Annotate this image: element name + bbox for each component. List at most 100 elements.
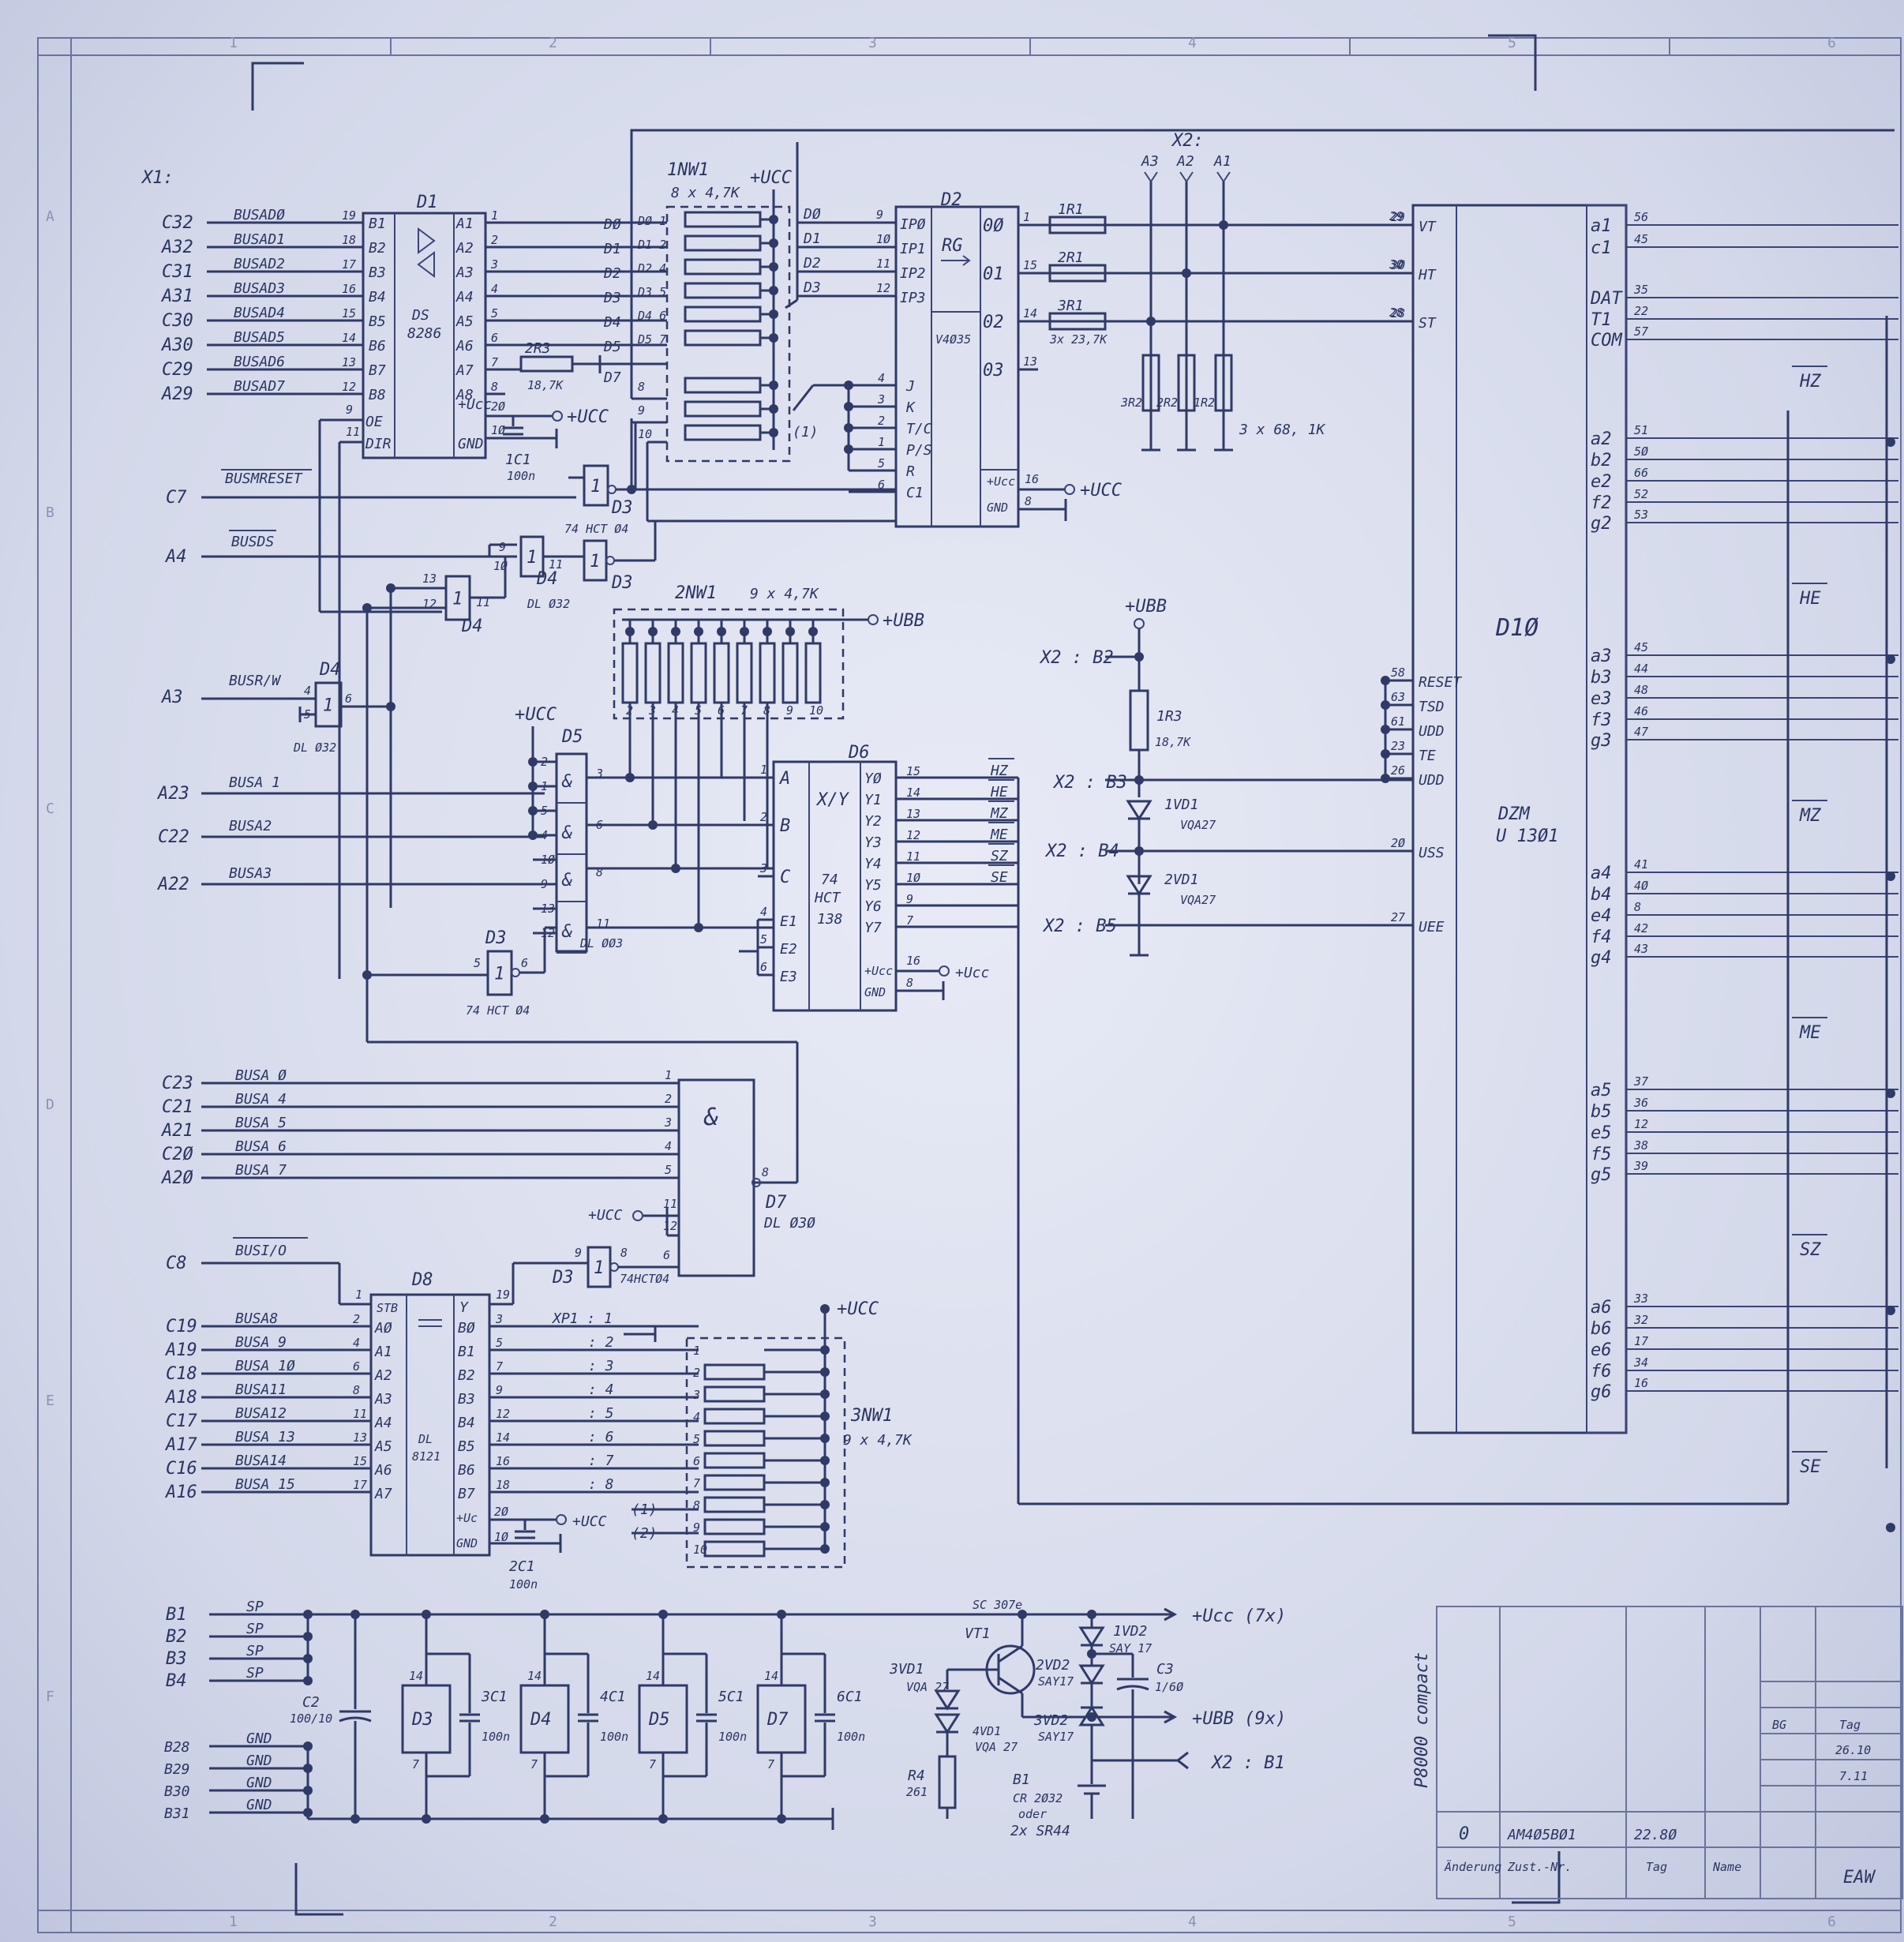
- cap-value: 100n: [837, 1730, 865, 1744]
- pin-number: 29: [1391, 210, 1405, 224]
- top-bus-line: [630, 129, 1895, 241]
- transistor-type: SC 307e: [973, 1598, 1022, 1612]
- resistor-1r3: [1129, 689, 1149, 752]
- connector-pin: B28: [164, 1739, 190, 1756]
- pin-port: B3: [369, 264, 386, 281]
- pin-port: e2: [1591, 472, 1612, 492]
- supply-ic-ref: D3: [411, 1710, 433, 1730]
- pin-number: D1 2: [637, 238, 666, 252]
- pin-number: 36: [1633, 1096, 1648, 1110]
- cap-value: 100n: [718, 1730, 747, 1744]
- pin-number: 38: [1633, 1138, 1648, 1153]
- bus-signal-name: SP: [246, 1643, 264, 1659]
- pin-port: f2: [1591, 493, 1612, 513]
- gate-symbol: 1: [323, 696, 333, 716]
- pin-port: 03: [983, 361, 1004, 381]
- pin-port: A3: [374, 1391, 392, 1408]
- junction-dot: [1381, 725, 1390, 734]
- bus-signal-name: BUSA 4: [235, 1091, 287, 1108]
- pin-number: 5: [878, 456, 885, 471]
- pin-number: 5: [491, 306, 498, 321]
- pin-number: 6: [521, 956, 528, 970]
- network-resistor: [703, 1363, 766, 1381]
- led-4vd1: [934, 1713, 961, 1734]
- bus-signal-name: BUSAD6: [234, 354, 285, 370]
- network-resistor: [703, 1408, 766, 1425]
- pin-number: 2Ø: [494, 1505, 508, 1519]
- resistor-ref: 2R2: [1156, 396, 1178, 410]
- connector-pin: C30: [162, 311, 193, 331]
- connector-pin: C8: [166, 1254, 187, 1273]
- pin-number: 45: [1634, 640, 1648, 654]
- pin-port: B7: [458, 1486, 475, 1502]
- title-date: 7.11: [1839, 1769, 1868, 1783]
- pin-number: 2Ø: [1391, 836, 1405, 850]
- pin-number: 2: [760, 810, 767, 824]
- led-3vd1: [934, 1689, 961, 1711]
- pin-number: 11: [876, 257, 890, 271]
- pin-number: 1: [693, 1344, 700, 1358]
- net-label: ME: [990, 827, 1008, 843]
- cap-ref: 6C1: [837, 1689, 863, 1705]
- d1-ucc-terminal: [552, 411, 563, 422]
- pin-port: b3: [1591, 668, 1612, 688]
- wire: [792, 384, 815, 411]
- grid-col-label: 5: [1508, 35, 1516, 51]
- connector-pin: B4: [166, 1671, 187, 1691]
- pin-port: a4: [1591, 864, 1612, 883]
- pin-number: 5: [665, 1163, 672, 1177]
- junction-dot: [1886, 1523, 1895, 1532]
- pin-number: 16: [342, 282, 356, 296]
- net-label: SE: [991, 869, 1008, 886]
- network-resistor: [736, 642, 753, 704]
- connector-pin: B31: [164, 1805, 190, 1822]
- digit-select-label: SZ: [1800, 1240, 1821, 1260]
- pin-number: 1: [491, 208, 498, 223]
- connector-pin: C18: [166, 1364, 197, 1384]
- pulldown-resistor: [1141, 354, 1160, 412]
- pulldown-resistor: [1177, 354, 1196, 412]
- pin-number: 11: [549, 557, 563, 572]
- ucc-arrow: [1153, 1607, 1178, 1621]
- pin-number: 9: [786, 703, 793, 718]
- net-label: D3: [803, 279, 821, 296]
- pin-number: 3: [664, 1115, 672, 1130]
- connector-pin: A16: [164, 1483, 197, 1502]
- xp1-label: : 8: [588, 1476, 614, 1493]
- junction-dot: [1886, 872, 1895, 881]
- pin-number: 2Ø: [491, 399, 505, 414]
- and-symbol: &: [561, 922, 572, 942]
- supply-ic-ref: D7: [766, 1710, 789, 1730]
- company-name: EAW: [1843, 1868, 1876, 1888]
- rn-3nw1-ref: 3NW1: [850, 1406, 893, 1426]
- pin-port: A4: [455, 289, 474, 306]
- pin-number: 39: [1633, 1159, 1648, 1173]
- connector-pin: A17: [164, 1435, 197, 1455]
- network-resistor: [684, 258, 762, 276]
- d2-func: RG: [942, 236, 963, 256]
- pin-port: Y4: [864, 856, 882, 872]
- gate-type: DL Ø32: [293, 740, 336, 755]
- junction-dot: [844, 402, 853, 411]
- pin-number: 34: [1633, 1355, 1648, 1370]
- resistor-ref: R4: [908, 1768, 925, 1784]
- revision: 0: [1459, 1824, 1469, 1844]
- grid-col-label: 2: [549, 35, 557, 51]
- grid-col-label: 4: [1188, 1914, 1197, 1930]
- pin-number: 8: [596, 865, 603, 879]
- pin-port: f5: [1591, 1145, 1612, 1164]
- junction-dot: [1134, 775, 1144, 785]
- network-resistor: [703, 1518, 766, 1535]
- pin-number: 4: [693, 1410, 700, 1424]
- title-field: Tag: [1646, 1860, 1667, 1874]
- pin-number: 7: [491, 355, 498, 369]
- cap-value: 100n: [482, 1730, 510, 1744]
- x2-b1-socket: [1175, 1751, 1189, 1770]
- resistor-network-1nw1: [665, 205, 791, 463]
- bus-signal-name: BUSA3: [229, 865, 272, 882]
- x2-pin-label: A2: [1176, 153, 1194, 170]
- title-date: 26.10: [1835, 1743, 1871, 1757]
- pin-port: UDD: [1419, 723, 1445, 740]
- title-field: Tag: [1839, 1718, 1861, 1732]
